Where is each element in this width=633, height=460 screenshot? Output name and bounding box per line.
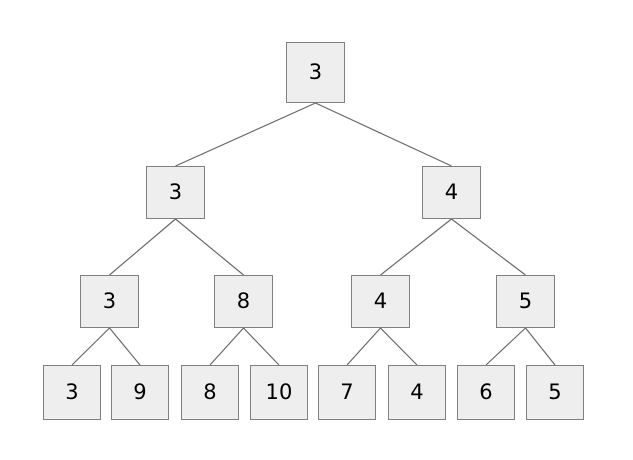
tree-node-n3[interactable]: 3	[80, 275, 139, 328]
tree-node-n12[interactable]: 4	[388, 365, 446, 420]
tree-edge-n3-n7	[71, 327, 110, 366]
tree-node-n8[interactable]: 9	[111, 365, 169, 420]
tree-edge-n6-n14	[525, 327, 556, 366]
tree-node-label: 8	[236, 289, 251, 313]
tree-edge-n6-n13	[485, 327, 526, 366]
tree-node-n11[interactable]: 7	[318, 365, 376, 420]
tree-node-label: 7	[340, 380, 354, 404]
tree-node-label: 3	[65, 380, 79, 404]
tree-node-label: 8	[203, 380, 217, 404]
tree-node-label: 9	[133, 380, 147, 404]
tree-edge-n1-n3	[109, 218, 176, 276]
tree-node-label: 4	[410, 380, 424, 404]
tree-edge-n2-n6	[451, 218, 526, 276]
tree-node-label: 3	[308, 60, 323, 84]
tree-node-n4[interactable]: 8	[214, 275, 273, 328]
tree-edge-n4-n9	[209, 327, 244, 366]
tree-edge-n4-n10	[243, 327, 280, 366]
tree-node-label: 3	[102, 289, 117, 313]
tree-node-n2[interactable]: 4	[422, 166, 481, 219]
tree-node-label: 5	[548, 380, 562, 404]
tree-node-n1[interactable]: 3	[146, 166, 205, 219]
tree-node-label: 10	[265, 380, 293, 404]
tree-edge-n2-n5	[380, 218, 452, 276]
tree-node-label: 4	[373, 289, 388, 313]
tree-edge-n5-n12	[380, 327, 418, 366]
tree-node-n14[interactable]: 5	[526, 365, 584, 420]
tree-edge-n5-n11	[346, 327, 381, 366]
tree-node-label: 3	[168, 180, 183, 204]
tree-node-n5[interactable]: 4	[351, 275, 410, 328]
tree-edge-n0-n1	[175, 102, 316, 167]
tree-node-n10[interactable]: 10	[250, 365, 308, 420]
tree-node-n13[interactable]: 6	[457, 365, 515, 420]
tree-node-label: 4	[444, 180, 459, 204]
tree-node-n6[interactable]: 5	[496, 275, 555, 328]
tree-node-label: 6	[479, 380, 493, 404]
tree-node-label: 5	[518, 289, 533, 313]
tree-edge-n0-n2	[315, 102, 452, 167]
tree-edge-n1-n4	[175, 218, 244, 276]
tree-node-n0[interactable]: 3	[286, 42, 345, 103]
tree-node-n9[interactable]: 8	[181, 365, 239, 420]
tree-edge-n3-n8	[109, 327, 141, 366]
tree-node-n7[interactable]: 3	[43, 365, 101, 420]
